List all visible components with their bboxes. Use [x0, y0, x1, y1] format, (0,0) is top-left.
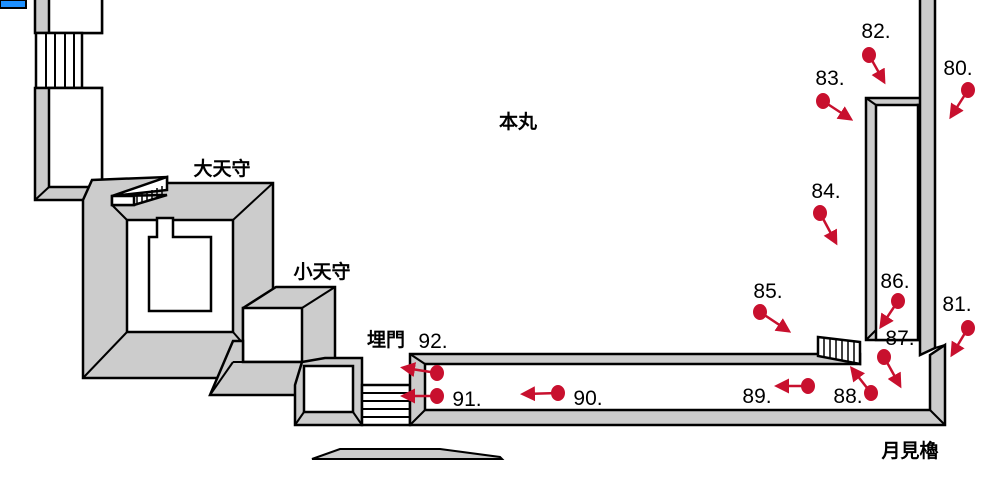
- photo-marker[interactable]: 80.: [943, 57, 975, 120]
- photo-marker[interactable]: 86.: [879, 270, 910, 330]
- marker-number: 88.: [833, 385, 862, 408]
- marker-number: 92.: [418, 330, 447, 353]
- tsukimi-yagura-label: 月見櫓: [880, 439, 938, 462]
- photo-marker[interactable]: 89.: [742, 378, 815, 408]
- marker-pin-icon[interactable]: [551, 385, 565, 401]
- photo-marker[interactable]: 82.: [861, 20, 891, 85]
- marker-number: 83.: [815, 67, 844, 90]
- marker-number: 87.: [885, 327, 914, 350]
- uzumimon-structure: [293, 356, 505, 460]
- marker-pin-icon[interactable]: [864, 385, 878, 401]
- marker-pin-icon[interactable]: [813, 205, 827, 221]
- daitenshu-structure: [81, 175, 275, 380]
- marker-pin-icon[interactable]: [891, 293, 905, 309]
- marker-pin-icon[interactable]: [877, 349, 891, 365]
- photo-markers: 80. 81. 82. 83. 84. 85. 86. 87. 88. 89. 90. 91. 92.: [400, 20, 975, 411]
- shotenshu-label: 小天守: [293, 260, 350, 283]
- photo-marker[interactable]: 81.: [942, 293, 975, 358]
- marker-pin-icon[interactable]: [430, 388, 444, 404]
- marker-number: 84.: [811, 180, 840, 203]
- uzumimon-label: 埋門: [367, 329, 405, 351]
- photo-marker[interactable]: 88.: [833, 366, 878, 408]
- photo-marker[interactable]: 92.: [400, 330, 448, 381]
- honmaru-label: 本丸: [499, 110, 538, 133]
- marker-pin-icon[interactable]: [862, 47, 876, 63]
- photo-marker[interactable]: 84.: [811, 180, 841, 246]
- marker-pin-icon[interactable]: [430, 365, 444, 381]
- marker-pin-icon[interactable]: [961, 320, 975, 336]
- photo-marker[interactable]: 87.: [877, 327, 915, 389]
- marker-number: 86.: [880, 270, 909, 293]
- honmaru-walls: [408, 0, 947, 427]
- marker-number: 90.: [573, 387, 602, 410]
- marker-pin-icon[interactable]: [753, 304, 767, 320]
- photo-marker[interactable]: 90.: [520, 385, 603, 410]
- marker-number: 81.: [942, 293, 971, 316]
- daitenshu-label: 大天守: [193, 157, 250, 180]
- marker-number: 82.: [861, 20, 890, 43]
- marker-number: 91.: [452, 388, 481, 411]
- marker-number: 89.: [742, 385, 771, 408]
- photo-marker[interactable]: 85.: [753, 280, 792, 333]
- moat-water: [0, 0, 27, 9]
- marker-number: 80.: [943, 57, 972, 80]
- marker-pin-icon[interactable]: [801, 378, 815, 394]
- photo-marker[interactable]: 83.: [815, 67, 854, 121]
- marker-pin-icon[interactable]: [961, 82, 975, 98]
- north-passage-wall: [33, 0, 104, 202]
- marker-pin-icon[interactable]: [816, 93, 830, 109]
- marker-number: 85.: [753, 280, 782, 303]
- shotenshu-structure: [208, 285, 337, 397]
- photo-marker[interactable]: 91.: [400, 388, 482, 411]
